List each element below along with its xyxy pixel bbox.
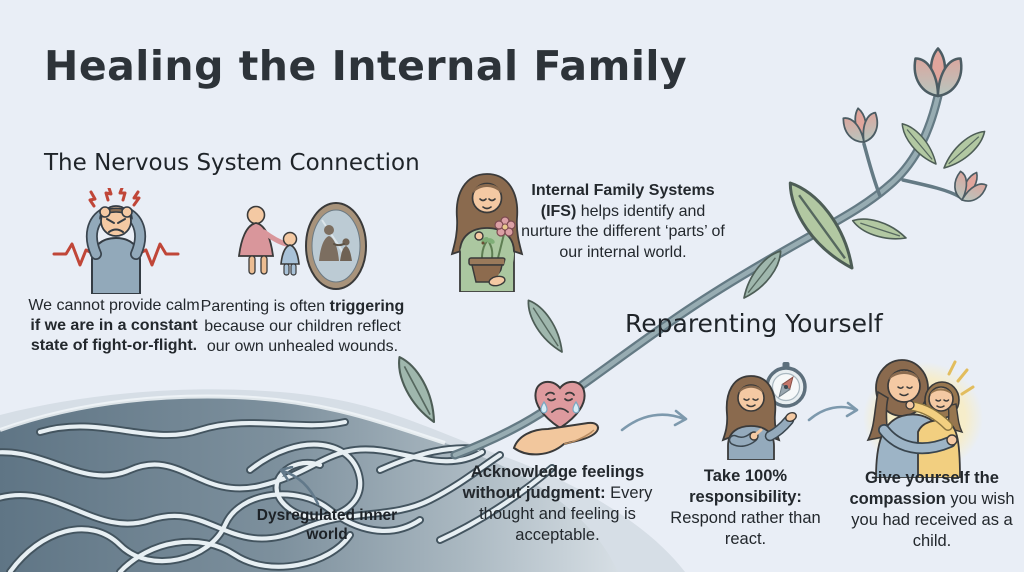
compassion-caption: Give yourself the compassion you wish yo… — [849, 469, 1015, 550]
woman-nurturing-plant-icon — [450, 173, 524, 292]
ifs-caption: Internal Family Systems (IFS) helps iden… — [521, 182, 725, 261]
fight-flight-caption: We cannot provide calm if we are in a co… — [28, 297, 200, 354]
woman-with-compass-icon — [721, 362, 807, 460]
stressed-person-icon — [52, 188, 180, 294]
page-title: Healing the Internal Family — [44, 42, 688, 90]
tangle-label: Dysregulated inner world — [256, 507, 398, 543]
arrow-right-icon — [620, 409, 688, 432]
parent-child-mirror-icon — [237, 202, 367, 290]
acknowledge-caption: Acknowledge feelings without judgment: E… — [462, 463, 653, 544]
section-heading-nervous-system: The Nervous System Connection — [44, 150, 420, 176]
section-heading-reparenting: Reparenting Yourself — [625, 309, 883, 338]
responsibility-caption: Take 100% responsibility: Respond rather… — [670, 467, 821, 548]
self-hug-icon — [866, 359, 975, 478]
hand-holding-sad-heart-icon — [512, 380, 599, 456]
parenting-caption: Parenting is often triggering because ou… — [200, 298, 405, 355]
arrow-up-left-icon — [279, 466, 320, 506]
